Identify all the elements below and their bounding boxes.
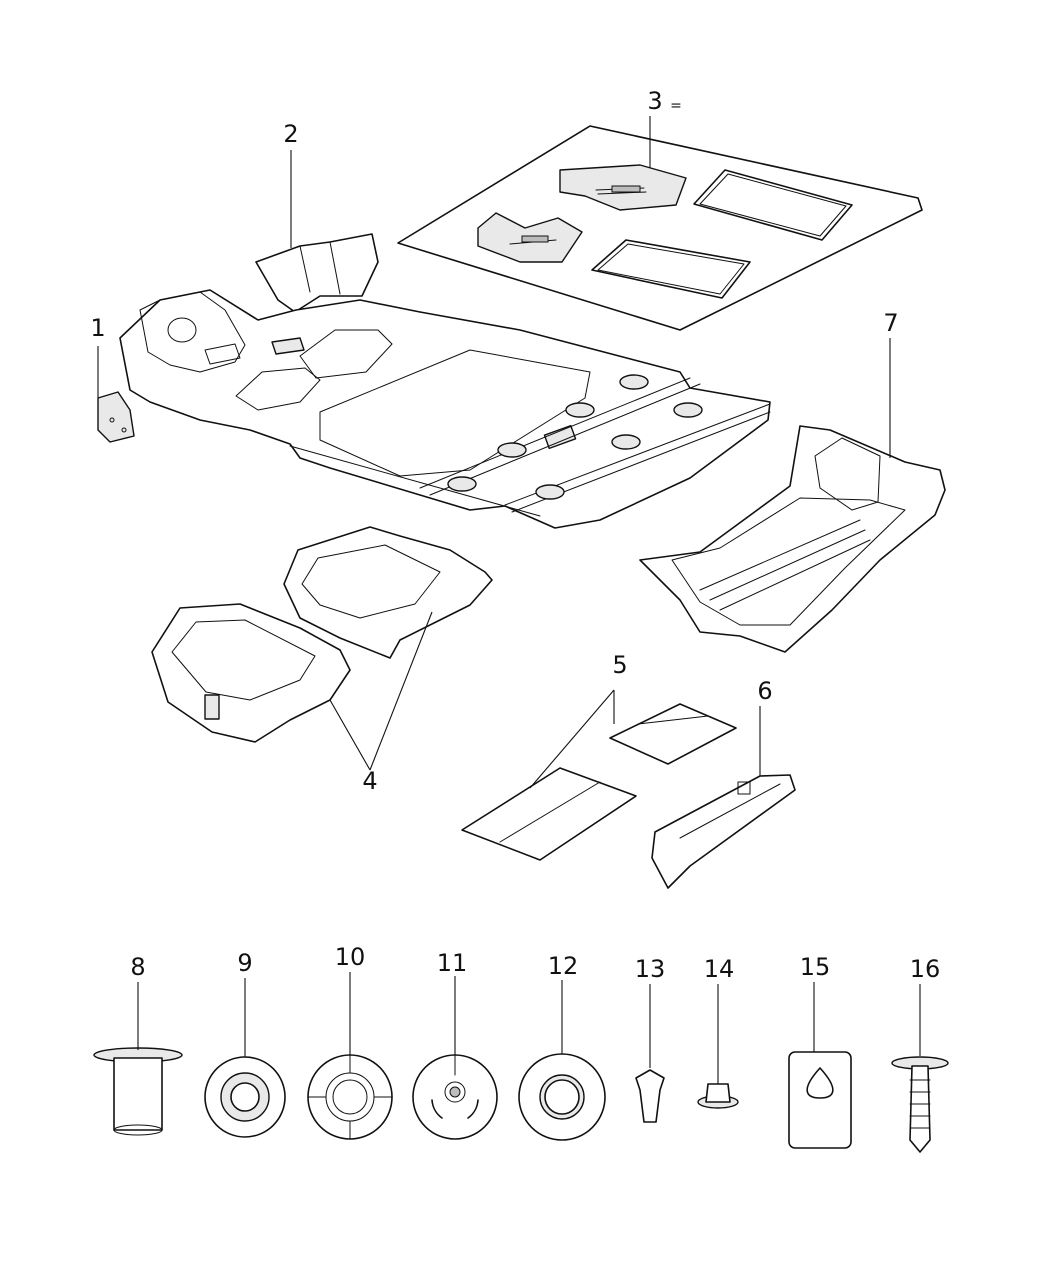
main-floor-carpet: [119, 289, 771, 529]
leader-lines: [97, 116, 921, 1084]
callout-7: 7: [883, 309, 899, 337]
callout-9: 9: [237, 949, 253, 977]
callout-5: 5: [612, 651, 628, 679]
grommet-icon: [204, 1056, 286, 1138]
callout-6: 6: [757, 677, 773, 705]
callout-13: 13: [634, 955, 666, 983]
cover-panel-icon: [461, 703, 737, 861]
floor-mat-set-icon: [397, 125, 923, 331]
carpet-front-panel-icon: [255, 233, 379, 313]
callout-12: 12: [547, 952, 579, 980]
callout-8: 8: [130, 953, 146, 981]
callout-3-suffix: =: [670, 98, 682, 114]
callout-14: 14: [703, 955, 735, 983]
push-pin-icon: [635, 1069, 665, 1123]
rail-bracket-icon: [651, 774, 796, 889]
push-rivet-icon: [891, 1056, 949, 1153]
plug-icon: [307, 1054, 393, 1140]
fastener-sleeve-icon: [93, 1047, 183, 1136]
retainer-icon: [412, 1054, 498, 1140]
callout-15: 15: [799, 953, 831, 981]
callout-11: 11: [436, 949, 468, 977]
nut-icon: [697, 1083, 739, 1109]
label-tag-icon: [788, 1051, 852, 1149]
callout-10: 10: [334, 943, 366, 971]
callout-3: 3: [647, 87, 663, 115]
callout-16: 16: [909, 955, 941, 983]
callout-2: 2: [283, 120, 299, 148]
callout-1: 1: [90, 314, 106, 342]
bracket-icon: [97, 391, 135, 443]
seal-plug-icon: [518, 1053, 606, 1141]
cargo-tray-icon: [639, 425, 946, 653]
storage-bin-icon: [151, 526, 493, 743]
callout-4: 4: [362, 767, 378, 795]
